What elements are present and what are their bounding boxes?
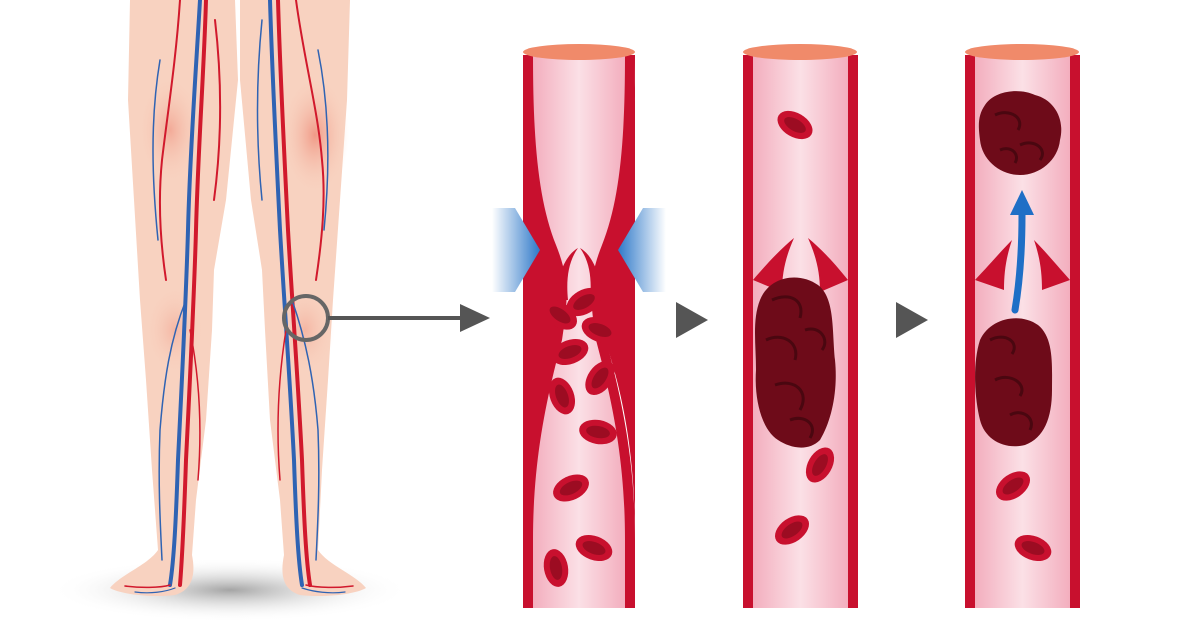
vein-cap	[523, 44, 635, 60]
legs-illustration	[50, 0, 410, 622]
play-triangle-icon	[676, 302, 708, 338]
arrow-right-icon	[328, 304, 490, 332]
vein-cap	[965, 44, 1079, 60]
vein-stage-compression	[492, 44, 666, 608]
play-triangle-icon	[896, 302, 928, 338]
remaining-clot	[975, 318, 1052, 446]
vein-stage-thrombus	[743, 44, 858, 608]
vein-cap	[743, 44, 857, 60]
vein-stage-embolus	[965, 44, 1080, 608]
blood-clot	[755, 277, 836, 447]
detached-clot	[979, 91, 1061, 175]
